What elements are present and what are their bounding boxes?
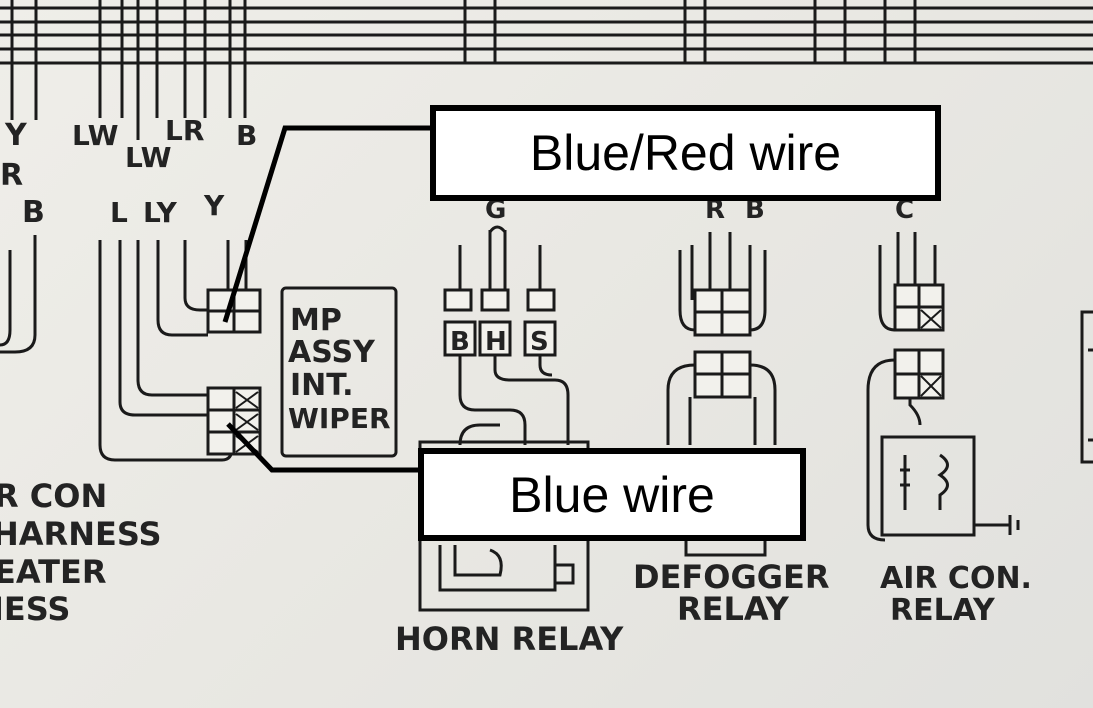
wire-code-c: C [895, 195, 914, 225]
callout-blue-red-text: Blue/Red wire [529, 125, 842, 181]
wire-code-lw-2: LW [125, 141, 172, 174]
wiper-label: MP ASSY INT. WIPER [288, 303, 391, 435]
connector-letter-h: H [485, 327, 507, 357]
defogger-relay-label-line2: RELAY [677, 590, 790, 628]
wire-code-lr: LR [165, 114, 204, 147]
wire-code-y-top: Y [4, 118, 28, 153]
wire-code-y: Y [203, 189, 225, 222]
horn-connector-letters: B H S [450, 327, 549, 357]
connector-letter-s: S [530, 327, 549, 357]
horn-relay-wiring [418, 225, 590, 612]
wire-code-r-left: R [0, 158, 23, 193]
aircon-relay-label-line2: RELAY [890, 593, 996, 628]
wiper-connectors [206, 288, 262, 456]
defogger-relay-label-line1: DEFOGGER [633, 558, 830, 596]
horn-relay-label: HORN RELAY [395, 620, 624, 658]
harness-label-line4: IESS [0, 590, 70, 628]
wire-code-ly: LY [143, 196, 177, 229]
callout-leaders [222, 125, 432, 473]
wire-code-b-top: B [236, 119, 257, 152]
harness-label-line2: HARNESS [0, 515, 161, 553]
callout-blue-text: Blue wire [509, 466, 715, 523]
wiper-label-line1: MP [290, 303, 342, 338]
aircon-relay-label-line1: AIR CON. [880, 561, 1032, 596]
bus-lines [0, 6, 1093, 65]
wire-code-l: L [110, 196, 128, 229]
wire-code-b-left: B [22, 195, 45, 230]
left-edge-wires [0, 235, 37, 354]
harness-label-line1: R CON [0, 477, 107, 515]
aircon-relay [866, 232, 1020, 542]
wiper-label-line4: WIPER [288, 402, 391, 435]
wire-code-r: R [705, 195, 725, 225]
wire-code-b: B [745, 195, 765, 225]
harness-label: R CON HARNESS EATER IESS [0, 477, 161, 628]
harness-label-line3: EATER [0, 553, 106, 591]
drop-wires [10, 0, 917, 140]
horn-relay-connectors [443, 288, 557, 357]
wiper-label-line3: INT. [290, 368, 354, 403]
right-edge-connector [1080, 310, 1093, 464]
wiper-label-line2: ASSY [288, 335, 376, 370]
wiper-wiring [98, 240, 248, 462]
defogger-relay [666, 232, 777, 557]
connector-letter-b: B [450, 327, 470, 357]
wiper-box [280, 286, 398, 458]
callout-blue-wire: Blue wire [418, 448, 806, 541]
wire-code-lw-1: LW [72, 119, 119, 152]
wire-code-g: G [485, 195, 506, 225]
wire-code-labels: Y R B LW LW LR B L LY Y G R B C [0, 114, 914, 230]
callout-blue-red-wire: Blue/Red wire [430, 105, 941, 201]
